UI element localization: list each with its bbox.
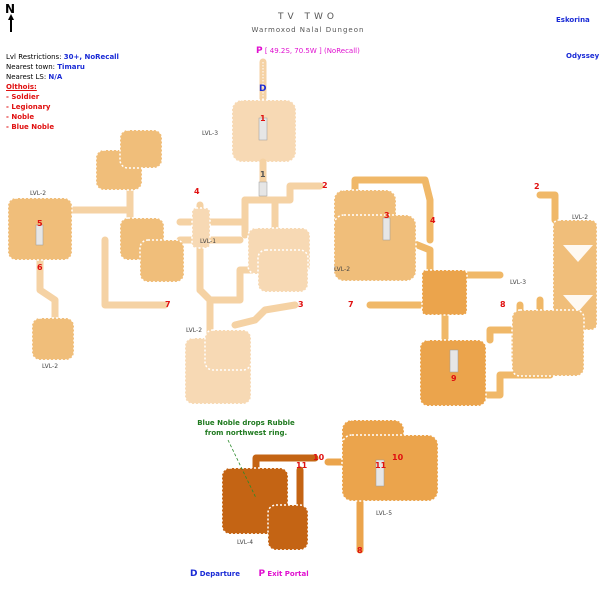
restrictions-line: Lvl Restrictions: 30+, NoRecall	[6, 53, 119, 61]
level-label: LVL-3	[202, 130, 219, 137]
room-left-lower	[31, 317, 75, 361]
level-label: LVL-4	[237, 539, 254, 546]
marker-3: 3	[298, 300, 304, 309]
room-right-lvl2	[333, 214, 417, 282]
marker-8: 8	[357, 546, 363, 555]
region-eskorina[interactable]: Eskorina	[556, 16, 590, 24]
room-right-center	[421, 269, 468, 316]
marker-1: 1	[260, 114, 266, 123]
level-label: LVL-2	[186, 327, 203, 334]
room-right-lvl3	[419, 339, 487, 407]
page-title: TV TWO	[278, 12, 338, 22]
departure-top-marker: D	[259, 84, 267, 94]
marker-4: 4	[430, 216, 436, 225]
compass-letter: N	[5, 2, 16, 16]
marker-9: 9	[451, 374, 457, 383]
olthoi-item: - Legionary	[6, 103, 51, 111]
level-label: LVL-2	[334, 266, 351, 273]
marker-6: 6	[37, 263, 43, 272]
level-label: LVL-5	[376, 510, 393, 517]
level-label: LVL-3	[510, 279, 527, 286]
marker-2: 2	[322, 181, 328, 190]
level-label: LVL-2	[572, 214, 589, 221]
info-panel: Lvl Restrictions: 30+, NoRecall Nearest …	[6, 52, 166, 132]
marker-8: 8	[500, 300, 506, 309]
marker-11: 11	[375, 461, 387, 470]
marker-5: 5	[37, 219, 43, 228]
olthoi-item: - Noble	[6, 113, 35, 121]
marker-10: 10	[313, 453, 325, 462]
marker-2: 2	[534, 182, 540, 191]
nearest-town-line: Nearest town: Timaru	[6, 63, 85, 71]
olthois-heading: Olthois:	[6, 83, 37, 91]
legend: D Departure P Exit Portal	[190, 569, 309, 579]
marker-1: 1	[260, 170, 266, 179]
nearest-ls-line: Nearest LS: N/A	[6, 73, 63, 81]
note-text: Blue Noble drops Rubble from northwest r…	[197, 419, 295, 437]
room-right-lower-lvl2	[511, 309, 585, 377]
region-odyssey[interactable]: Odyssey	[566, 52, 600, 60]
marker-11: 11	[296, 461, 308, 470]
level-label: LVL-2	[30, 190, 47, 197]
marker-7: 7	[348, 300, 354, 309]
portal-top-line: P [ 49.2S, 70.5W ] (NoRecall)	[256, 46, 360, 56]
level-label: LVL-2	[42, 363, 59, 370]
page-subtitle: Warmoxod Nalal Dungeon	[251, 26, 365, 34]
marker-7: 7	[165, 300, 171, 309]
marker-10: 10	[392, 453, 404, 462]
olthoi-item: - Soldier	[6, 93, 40, 101]
marker-4: 4	[194, 187, 200, 196]
compass-arrow-icon	[8, 14, 14, 32]
level-label: LVL-1	[200, 238, 217, 245]
olthoi-item: - Blue Noble	[6, 123, 55, 131]
marker-3: 3	[384, 211, 390, 220]
